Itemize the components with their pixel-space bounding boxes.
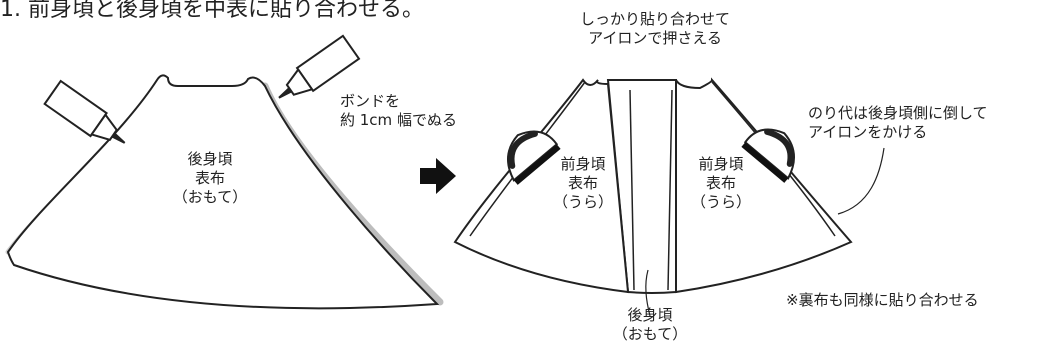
glue-bottle-icon [43, 79, 126, 144]
label-line: 後身頃 [187, 150, 233, 168]
label-line: 表布 [705, 174, 736, 192]
seam-allowance-note: のり代は後身頃側に倒して アイロンをかける [808, 104, 988, 142]
label-line: 前身頃 [560, 155, 606, 173]
label-line: 前身頃 [698, 155, 744, 173]
note-line: しっかり貼り合わせて [579, 10, 730, 28]
note-line: アイロンをかける [808, 123, 928, 141]
label-line: （うら） [552, 193, 613, 211]
back-bodice-label: 後身頃 表布 （おもて） [160, 150, 260, 207]
label-line: 表布 [194, 169, 225, 187]
note-line: アイロンで押さえる [588, 29, 722, 47]
label-line: （うら） [690, 193, 751, 211]
front-bodice-right-label: 前身頃 表布 （うら） [686, 155, 756, 212]
glue-bottle-icon [278, 34, 361, 99]
note-line: 約 1cm 幅でぬる [340, 111, 457, 129]
step-heading: 1. 前身頃と後身頃を中表に貼り合わせる。 [0, 0, 424, 22]
label-line: （おもて） [172, 188, 248, 206]
back-bodice-right-label: 後身頃 （おもて） [612, 306, 688, 344]
front-bodice-left-label: 前身頃 表布 （うら） [548, 155, 618, 212]
label-line: 後身頃 [627, 306, 673, 324]
label-line: 表布 [567, 174, 598, 192]
arrow-right-icon [420, 158, 456, 194]
iron-icon [507, 130, 561, 185]
note-line: のり代は後身頃側に倒して [808, 104, 988, 122]
leader-line [645, 269, 651, 317]
glue-note: ボンドを 約 1cm 幅でぬる [340, 92, 457, 130]
lining-note: ※裏布も同様に貼り合わせる [786, 291, 979, 309]
assembled-bodice-right [453, 77, 853, 294]
press-note: しっかり貼り合わせて アイロンで押さえる [560, 10, 750, 48]
label-line: （おもて） [612, 325, 688, 343]
leader-line [837, 147, 885, 215]
note-line: ボンドを [340, 92, 401, 110]
iron-icon [741, 128, 795, 183]
